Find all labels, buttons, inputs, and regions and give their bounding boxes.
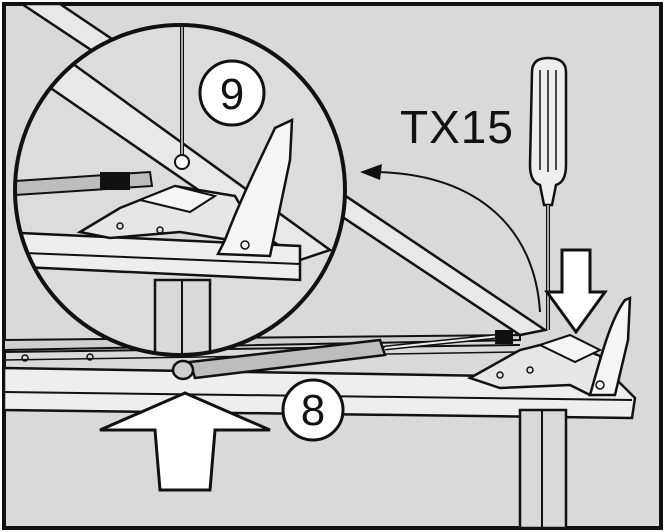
tool-label: TX15	[400, 101, 514, 153]
detail-magnifier	[13, 23, 347, 357]
curved-arrow-icon	[360, 164, 541, 313]
step-9-badge: 9	[198, 59, 266, 127]
step-8-badge: 8	[281, 378, 345, 442]
screwdriver-icon	[528, 56, 568, 330]
clip	[495, 330, 513, 344]
screw-hole	[21, 354, 29, 362]
step-9-label: 9	[220, 70, 244, 119]
gas-strut	[171, 332, 511, 381]
hinge-bracket	[466, 296, 632, 397]
arrow-up-icon	[99, 391, 271, 492]
arrow-down-icon	[544, 248, 608, 335]
rail-line	[3, 344, 521, 353]
screw-hole	[86, 353, 94, 361]
step-8-label: 8	[301, 386, 325, 435]
